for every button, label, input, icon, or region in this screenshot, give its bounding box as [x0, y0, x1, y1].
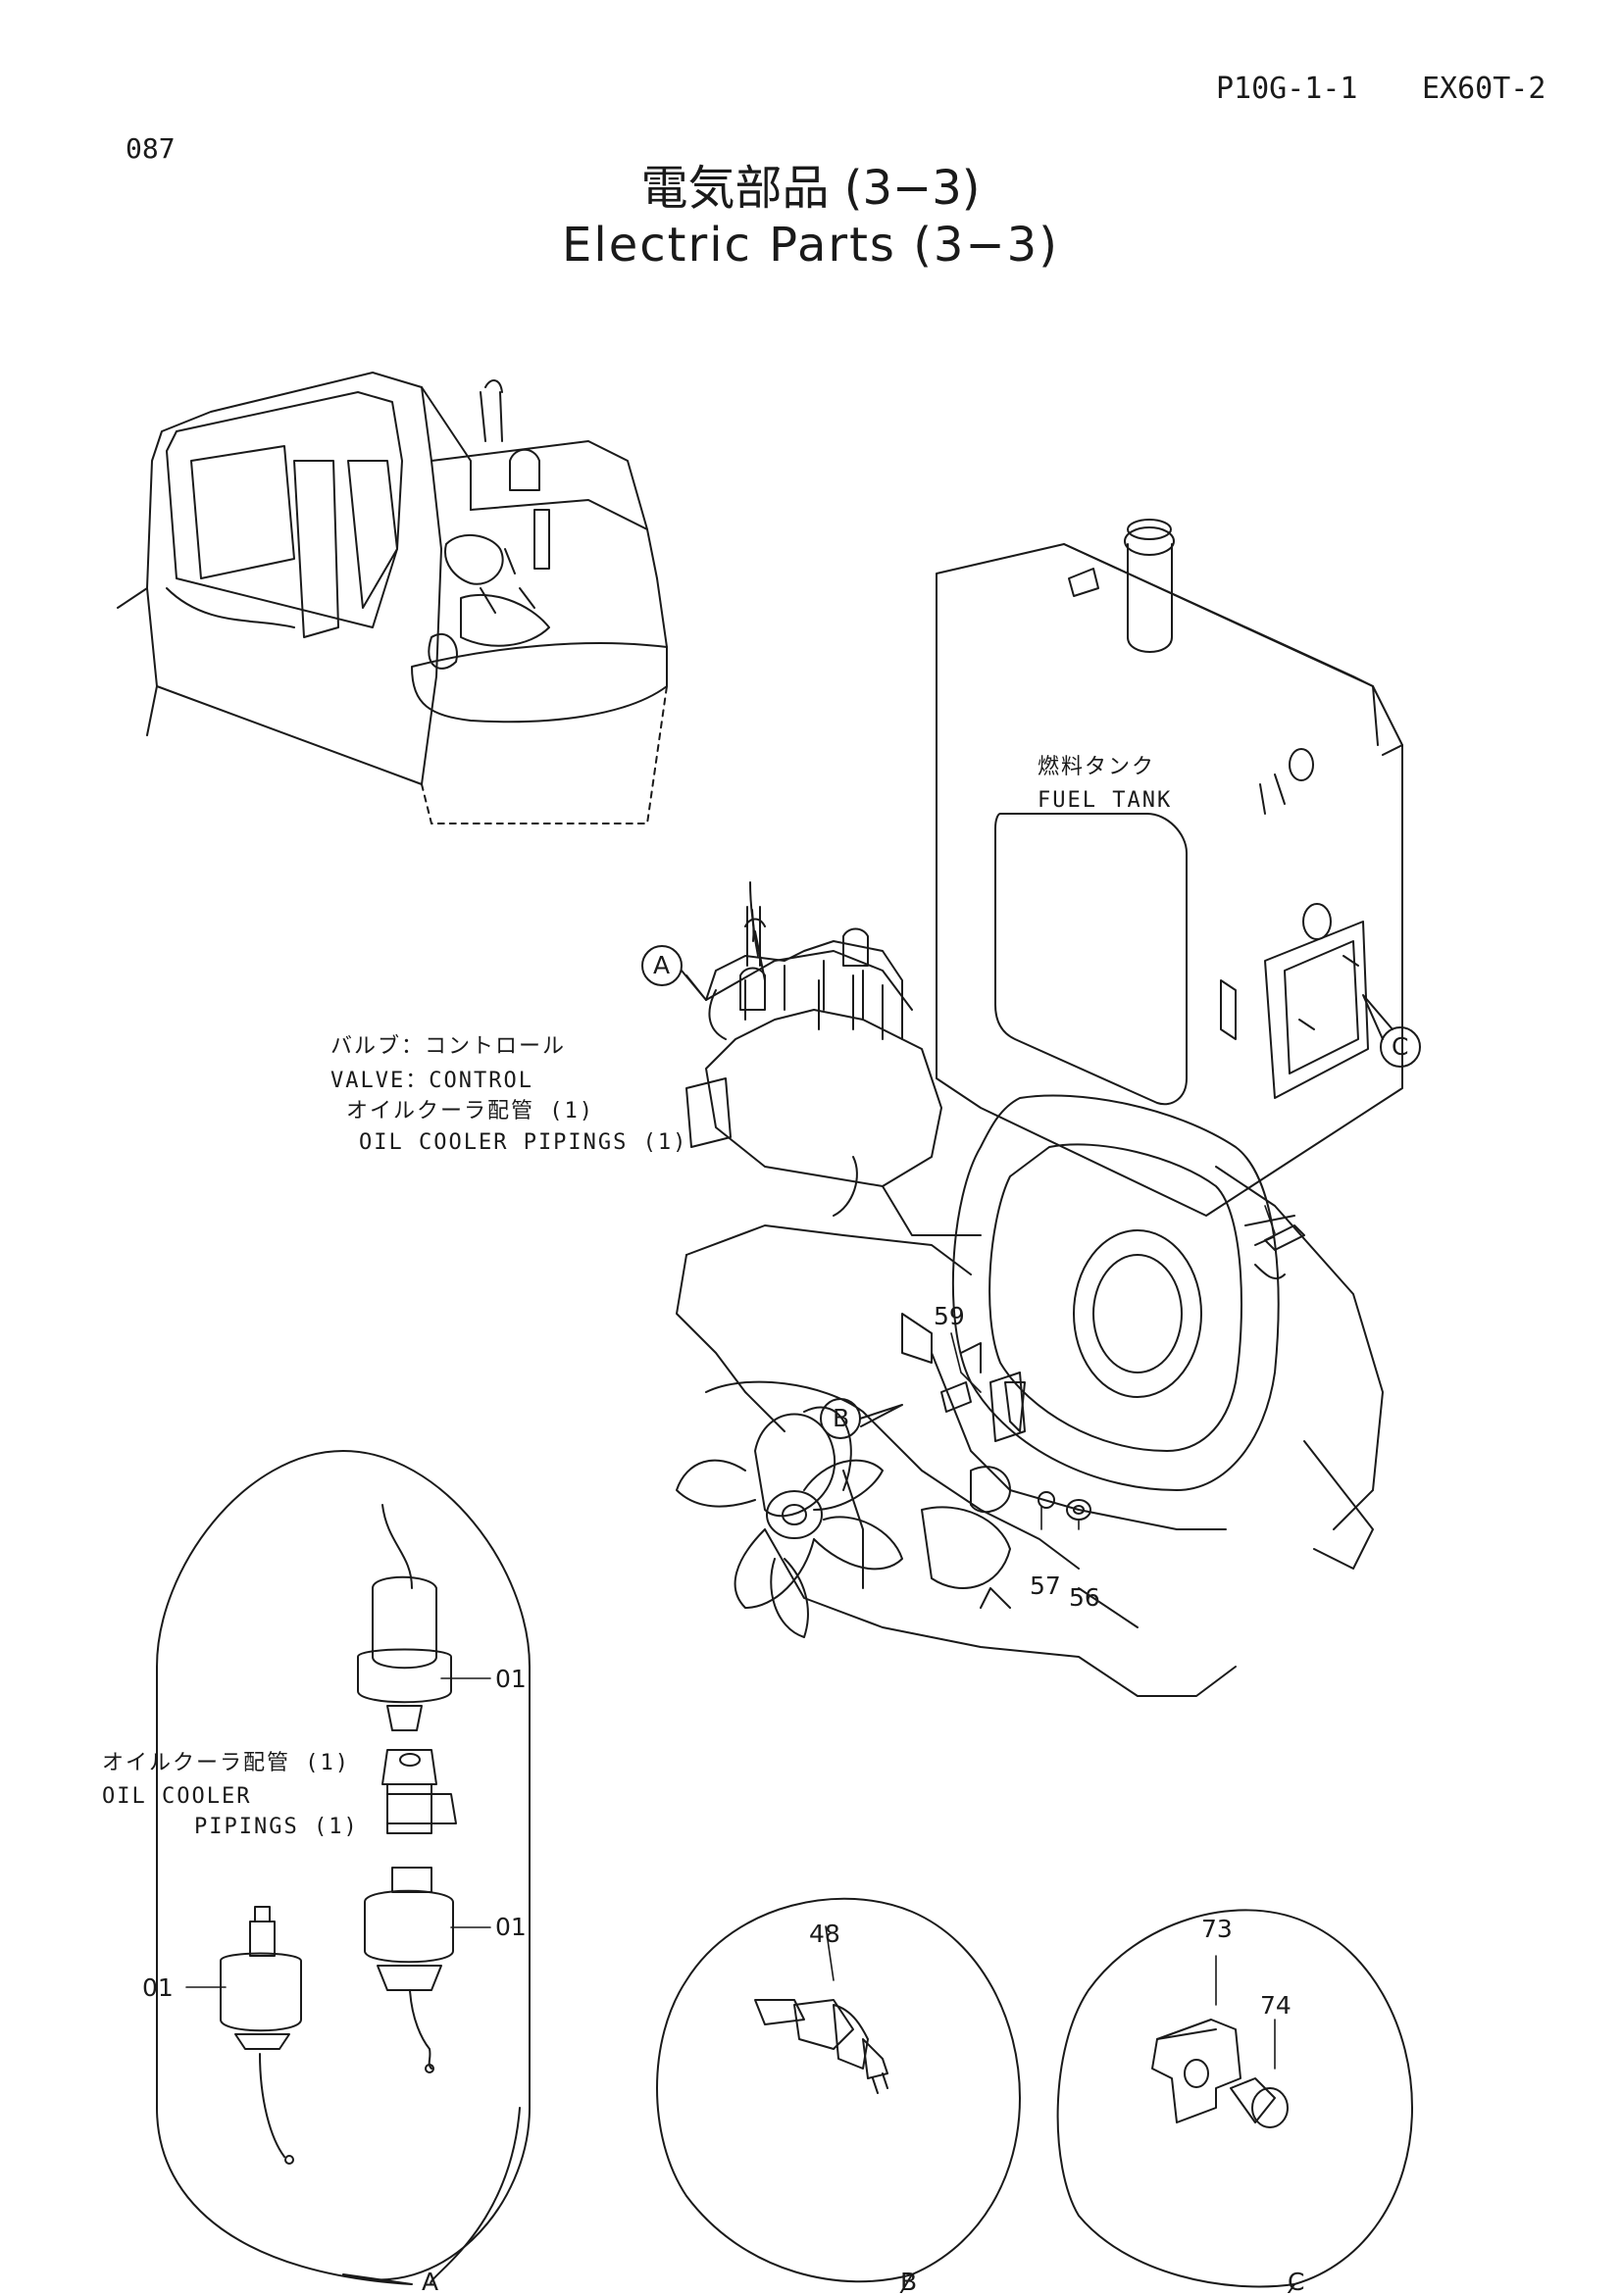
- part-number-73: 73: [1201, 1915, 1233, 1943]
- detail-view-a-label: A: [422, 2268, 439, 2296]
- fuel-tank-illustration: [937, 520, 1402, 1216]
- part-number-48: 48: [809, 1920, 840, 1948]
- oil-cooler-label-english: OIL COOLER PIPINGS (1): [359, 1130, 688, 1155]
- control-valve-label-japanese: バルブ：コントロール: [330, 1034, 567, 1059]
- detail-view-c-label: C: [1288, 2268, 1305, 2296]
- callout-b-marker: [821, 1399, 902, 1438]
- part-number-57: 57: [1030, 1572, 1061, 1600]
- fuel-tank-label-japanese: 燃料タンク: [1038, 755, 1156, 779]
- model-code: EX60T-2: [1422, 72, 1546, 106]
- part-number-01-left: 01: [142, 1973, 174, 2002]
- oil-cooler-label-japanese: オイルクーラ配管 (1): [346, 1099, 594, 1123]
- detail-oil-cooler-label-english: OIL COOLER: [102, 1784, 252, 1809]
- fuel-tank-label-english: FUEL TANK: [1038, 788, 1173, 813]
- sensor-bracket-illustration: [941, 1225, 1304, 1520]
- callout-a-letter: A: [653, 951, 671, 979]
- detail-b-temperature-sensor: [755, 2000, 887, 2093]
- engine-fan-illustration: [677, 1407, 902, 1637]
- page-number: 087: [126, 132, 176, 165]
- control-valve-label-english: VALVE：CONTROL: [330, 1069, 533, 1093]
- callout-c-letter: C: [1392, 1032, 1409, 1061]
- callout-b-letter: B: [833, 1404, 850, 1432]
- part-number-01-top: 01: [495, 1665, 527, 1693]
- part-number-56: 56: [1069, 1583, 1100, 1612]
- engine-assembly-illustration: [677, 920, 1383, 1697]
- part-number-01-middle: 01: [495, 1913, 527, 1941]
- callout-c-marker: [1363, 995, 1420, 1067]
- part-number-74: 74: [1260, 1991, 1292, 2020]
- detail-oil-cooler-label-japanese: オイルクーラ配管 (1): [102, 1751, 350, 1775]
- detail-c-clip-bolt: [1152, 2020, 1288, 2127]
- leader-lines: [186, 1206, 1275, 2069]
- page-code: P10G-1-1: [1216, 72, 1358, 106]
- detail-b-frame: [657, 1899, 1020, 2293]
- page-title-japanese: 電気部品 (3−3): [640, 161, 981, 216]
- control-valve-illustration: [706, 882, 902, 1216]
- page-title-english: Electric Parts (3−3): [562, 218, 1059, 273]
- part-number-59: 59: [934, 1302, 965, 1330]
- callout-a-marker: [642, 946, 706, 1000]
- excavator-overview-illustration: [118, 373, 667, 824]
- detail-a-frame: [157, 1451, 530, 2284]
- detail-a-switches: [221, 1505, 456, 2164]
- detail-c-frame: [1058, 1910, 1412, 2293]
- detail-oil-cooler-label-english-2: PIPINGS (1): [194, 1815, 359, 1839]
- detail-view-b-label: B: [900, 2268, 918, 2296]
